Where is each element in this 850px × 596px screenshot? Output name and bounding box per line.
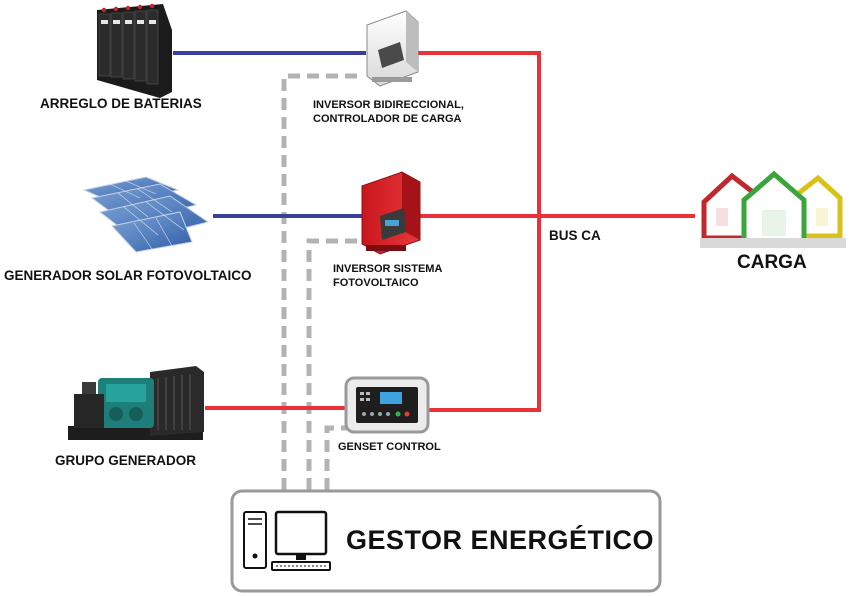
keyboard-icon xyxy=(271,561,331,571)
bidirectional-inverter-label-line1: INVERSOR BIDIRECCIONAL, xyxy=(313,99,464,111)
solar-panel-icon xyxy=(82,176,210,253)
bus-label: BUS CA xyxy=(549,228,601,243)
ac-lines xyxy=(205,51,695,412)
house-icon xyxy=(700,170,846,248)
computer-tower-icon xyxy=(243,511,267,569)
monitor-icon xyxy=(274,510,328,560)
genset-control-label: GENSET CONTROL xyxy=(338,441,441,453)
solar-generator-label: GENERADOR SOLAR FOTOVOLTAICO xyxy=(4,268,252,283)
generator-icon xyxy=(68,366,204,440)
genset-label: GRUPO GENERADOR xyxy=(55,453,197,468)
energy-manager-label: GESTOR ENERGÉTICO xyxy=(346,525,655,555)
load-label: CARGA xyxy=(737,252,807,273)
inverter-icon xyxy=(366,10,419,87)
pv-inverter-icon xyxy=(361,171,421,255)
pv-inverter-label-line2: FOTOVOLTAICO xyxy=(333,277,419,289)
energy-manager-box xyxy=(230,489,662,593)
controller-icon xyxy=(344,376,430,434)
dc-lines xyxy=(173,51,366,218)
battery-bank-icon xyxy=(97,3,172,98)
batteries-label: ARREGLO DE BATERIAS xyxy=(40,96,202,111)
bidirectional-inverter-label-line2: CONTROLADOR DE CARGA xyxy=(313,113,462,125)
pv-inverter-label-line1: INVERSOR SISTEMA xyxy=(333,263,443,275)
